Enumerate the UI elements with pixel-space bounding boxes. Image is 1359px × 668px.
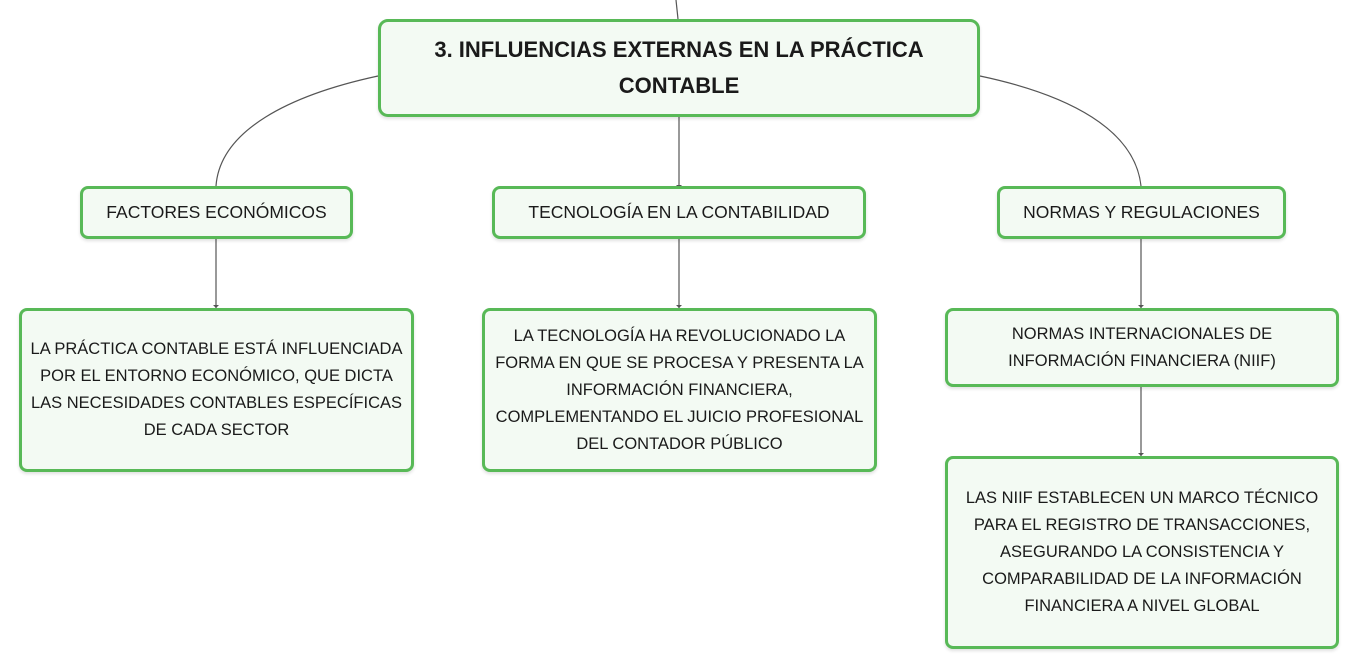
connector-root-normas — [979, 75, 1142, 187]
topic-label: FACTORES ECONÓMICOS — [106, 202, 327, 222]
topic-label: TECNOLOGÍA EN LA CONTABILIDAD — [528, 202, 830, 222]
arrowhead — [1138, 305, 1144, 308]
subtopic-factores-detail[interactable]: LA PRÁCTICA CONTABLE ESTÁ INFLUENCIADA P… — [19, 308, 414, 472]
root-topic-node[interactable]: 3. INFLUENCIAS EXTERNAS EN LA PRÁCTICA C… — [378, 19, 980, 117]
arrowhead — [676, 305, 682, 308]
subtopic-text: LA TECNOLOGÍA HA REVOLUCIONADO LA FORMA … — [495, 326, 864, 453]
connector-root-factores — [215, 75, 379, 187]
topic-factores-economicos[interactable]: FACTORES ECONÓMICOS — [80, 186, 353, 239]
subtopic-text: LA PRÁCTICA CONTABLE ESTÁ INFLUENCIADA P… — [30, 340, 403, 439]
subtopic-niif[interactable]: NORMAS INTERNACIONALES DE INFORMACIÓN FI… — [945, 308, 1339, 387]
topic-normas-regulaciones[interactable]: NORMAS Y REGULACIONES — [997, 186, 1286, 239]
subtopic-niif-detail[interactable]: LAS NIIF ESTABLECEN UN MARCO TÉCNICO PAR… — [945, 456, 1339, 649]
subtopic-text: LAS NIIF ESTABLECEN UN MARCO TÉCNICO PAR… — [965, 489, 1319, 615]
connector-incoming — [675, 0, 679, 20]
topic-label: NORMAS Y REGULACIONES — [1023, 202, 1260, 222]
arrowhead — [213, 305, 219, 308]
topic-tecnologia-contabilidad[interactable]: TECNOLOGÍA EN LA CONTABILIDAD — [492, 186, 866, 239]
arrowhead — [1138, 453, 1144, 456]
root-topic-title: 3. INFLUENCIAS EXTERNAS EN LA PRÁCTICA C… — [434, 37, 924, 98]
subtopic-tecnologia-detail[interactable]: LA TECNOLOGÍA HA REVOLUCIONADO LA FORMA … — [482, 308, 877, 472]
subtopic-text: NORMAS INTERNACIONALES DE INFORMACIÓN FI… — [1008, 324, 1276, 370]
